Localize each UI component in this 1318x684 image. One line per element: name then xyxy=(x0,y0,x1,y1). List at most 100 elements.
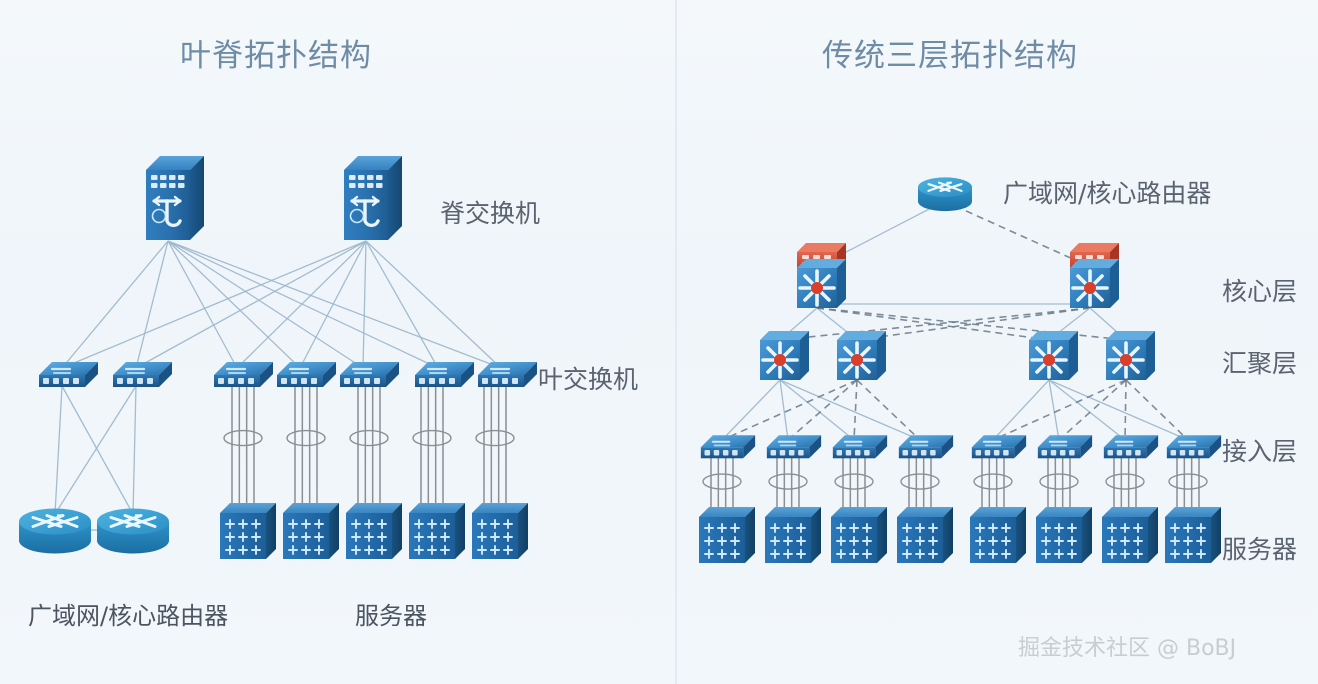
agg-access-link-4-3 xyxy=(1124,379,1127,441)
right-server-4 xyxy=(897,507,953,563)
star-switch-side-face xyxy=(1069,331,1078,380)
bundle-marker-ellipse xyxy=(349,429,389,447)
switch-port xyxy=(902,450,909,456)
switch-port xyxy=(1116,450,1123,456)
server-unit-mark xyxy=(836,523,846,533)
switch-port xyxy=(482,378,488,384)
server-unit-mark xyxy=(849,536,859,546)
switch-port xyxy=(228,378,234,384)
switch-port xyxy=(301,378,307,384)
server-unit-mark xyxy=(364,545,374,555)
core-cap-port xyxy=(1075,255,1082,259)
core-cap-top xyxy=(1070,243,1119,252)
server-unit-mark xyxy=(503,532,513,542)
server-unit-mark xyxy=(1183,536,1193,546)
server-unit-mark xyxy=(928,536,938,546)
switch-port xyxy=(920,450,927,456)
chassis-port xyxy=(169,183,176,188)
server-unit-mark xyxy=(1120,523,1130,533)
server-unit-mark xyxy=(301,545,311,555)
switch-port xyxy=(1198,450,1204,456)
server-unit-mark xyxy=(796,523,806,533)
server-unit-mark xyxy=(730,523,740,533)
server-unit-mark xyxy=(836,549,846,559)
bundle-marker-ellipse xyxy=(1168,473,1208,490)
starburst-ray xyxy=(819,290,831,302)
starburst-ray xyxy=(803,290,815,302)
agg-access-link-2-4 xyxy=(856,379,921,441)
switch-front-face xyxy=(39,375,85,387)
right-server-bundle-5 xyxy=(973,458,1013,514)
access-switch-4 xyxy=(898,435,954,459)
switch-port xyxy=(732,450,738,456)
server-unit-mark xyxy=(975,536,985,546)
server-unit-mark xyxy=(704,549,714,559)
chassis-side-face xyxy=(388,156,402,240)
switch-port xyxy=(911,450,918,456)
starburst-ray xyxy=(782,346,794,358)
chassis-port xyxy=(349,175,356,180)
starburst-ray xyxy=(782,362,794,374)
star-switch-top-face xyxy=(760,331,809,340)
chassis-port xyxy=(358,183,365,188)
switch-port xyxy=(492,378,498,384)
server-top-face xyxy=(765,507,821,517)
right-diagram-title: 传统三层拓扑结构 xyxy=(822,38,1078,74)
router-arrow-4 xyxy=(125,516,157,528)
wan-core-link-2 xyxy=(954,205,1085,265)
server-unit-mark xyxy=(770,536,780,546)
router-arrow-4 xyxy=(939,183,963,192)
server-unit-mark xyxy=(1001,523,1011,533)
server-unit-mark xyxy=(783,523,793,533)
aggregation-switch-4 xyxy=(1106,331,1155,380)
chassis-top-face xyxy=(344,156,402,170)
wan-core-router-left-1 xyxy=(19,508,91,554)
aggregation-switch-2 xyxy=(837,331,886,380)
spine-leaf-link-2-2 xyxy=(135,240,367,369)
starburst-ray xyxy=(1092,274,1104,286)
switch-side-face xyxy=(1080,435,1093,459)
server-unit-mark xyxy=(862,523,872,533)
chassis-port xyxy=(367,175,374,180)
left-server-4 xyxy=(409,503,465,559)
server-top-face xyxy=(897,507,953,517)
chassis-port xyxy=(160,183,167,188)
server-top-face xyxy=(346,503,402,513)
agg-access-link-4-1 xyxy=(992,379,1127,441)
server-unit-mark xyxy=(902,549,912,559)
switch-port xyxy=(1107,450,1114,456)
leaf-switch-5 xyxy=(340,362,399,387)
switch-side-face xyxy=(875,435,888,459)
switch-side-face xyxy=(461,362,474,387)
server-unit-mark xyxy=(238,545,248,555)
agg-access-link-4-4 xyxy=(1125,379,1189,441)
wan-core-router-left-2 xyxy=(97,508,169,554)
switch-front-face xyxy=(1037,447,1081,459)
bundle-marker-ellipse xyxy=(973,473,1013,490)
agg-access-link-1-2 xyxy=(779,379,789,441)
switch-front-face xyxy=(478,375,524,387)
switch-port xyxy=(502,378,508,384)
switch-front-face xyxy=(415,375,461,387)
switch-front-face xyxy=(766,447,810,459)
server-unit-mark xyxy=(717,549,727,559)
server-unit-mark xyxy=(1120,549,1130,559)
right-server-7 xyxy=(1102,507,1158,563)
switch-port xyxy=(127,378,133,384)
star-switch-side-face xyxy=(1110,259,1119,308)
agg-access-link-3-4 xyxy=(1048,379,1189,441)
server-unit-mark xyxy=(440,545,450,555)
agg-access-link-3-2 xyxy=(1048,379,1060,441)
server-unit-mark xyxy=(836,536,846,546)
access-switch-6 xyxy=(1037,435,1093,459)
server-unit-mark xyxy=(849,523,859,533)
switch-port xyxy=(1003,450,1009,456)
server-unit-mark xyxy=(1001,549,1011,559)
switch-port xyxy=(722,450,729,456)
chassis-glyph-arrow-right xyxy=(173,195,182,207)
switch-port xyxy=(854,450,861,456)
left-server-bundle-5 xyxy=(475,386,515,510)
server-unit-mark xyxy=(1054,536,1064,546)
chassis-port xyxy=(376,175,383,180)
agg-access-link-1-1 xyxy=(721,379,781,441)
